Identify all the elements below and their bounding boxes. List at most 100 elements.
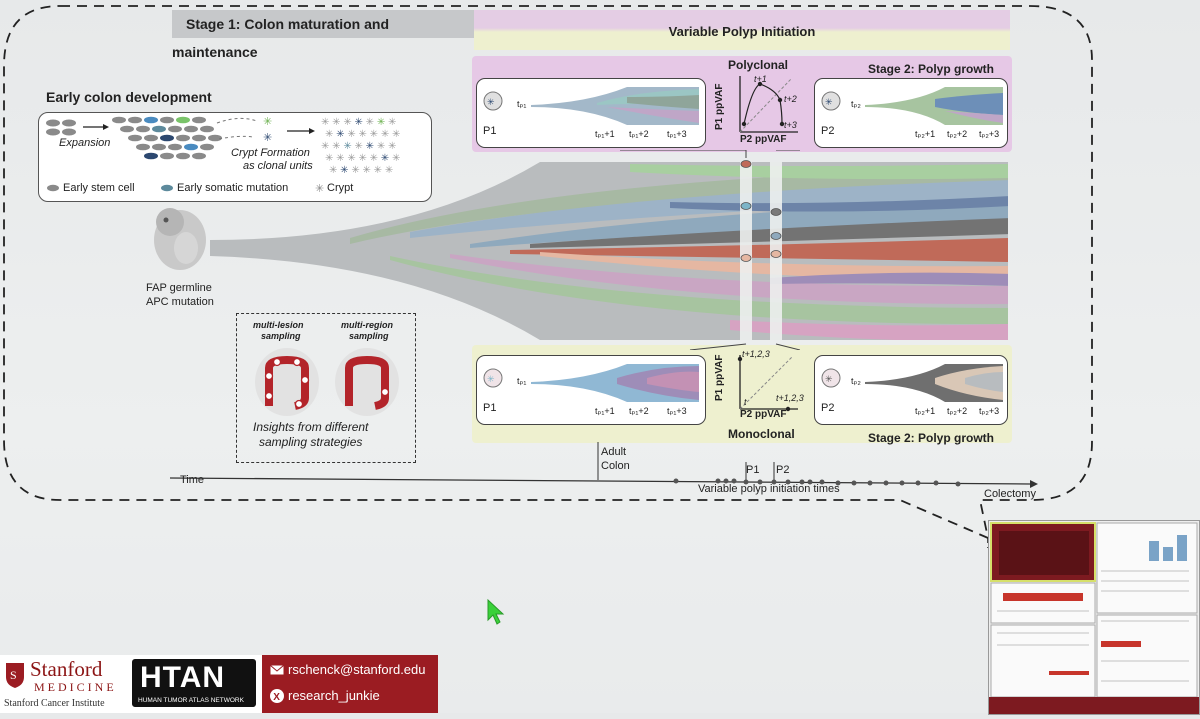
polyclonal-p1-tick-3: tₚ₁+3 xyxy=(667,129,687,139)
monoclonal-p1-tick-2: tₚ₁+2 xyxy=(629,406,649,416)
svg-text:✳: ✳ xyxy=(263,116,272,128)
timeline-p1: P1 xyxy=(746,464,760,476)
polyclonal-p2-tick-1: tₚ₂+1 xyxy=(915,129,936,139)
insights-label-2: sampling strategies xyxy=(259,435,363,449)
monoclonal-p2-plot: ✳ P2 tₚ₂ tₚ₂+1 tₚ₂+2 tₚ₂+3 xyxy=(814,355,1008,425)
timeline-axis xyxy=(170,442,1038,488)
polyclonal-p1-label: P1 xyxy=(483,125,497,137)
monoclonal-x-axis: P2 ppVAF xyxy=(740,409,787,420)
multi-region-label: multi-region xyxy=(341,320,393,330)
x-logo-icon: X xyxy=(270,689,284,703)
legend-mutation-icon xyxy=(161,184,173,192)
htan-subtitle: HUMAN TUMOR ATLAS NETWORK xyxy=(138,697,244,704)
stanford-medicine: MEDICINE xyxy=(34,680,117,694)
timeline-variable-times: Variable polyp initiation times xyxy=(698,483,840,495)
monoclonal-p2-tick-1: tₚ₂+1 xyxy=(915,406,936,416)
monoclonal-t-origin: t xyxy=(744,397,747,407)
crypt-formation-label: Crypt Formation xyxy=(231,147,310,159)
multi-lesion-label: multi-lesion xyxy=(253,320,304,330)
stanford-logo: S Stanford MEDICINE Stanford Cancer Inst… xyxy=(0,655,128,713)
contact-email[interactable]: rschenck@stanford.edu xyxy=(288,662,426,677)
svg-text:X: X xyxy=(273,692,280,703)
legend-stem-cell-icon xyxy=(47,184,59,192)
monoclonal-p2-tick-2: tₚ₂+2 xyxy=(947,406,968,416)
polyclonal-title: Polyclonal xyxy=(728,58,789,72)
polyclonal-p2-tick-3: tₚ₂+3 xyxy=(979,129,1000,139)
timeline-colectomy: Colectomy xyxy=(984,488,1036,500)
polyclonal-stage2-title: Stage 2: Polyp growth xyxy=(868,62,995,76)
stanford-wordmark: Stanford xyxy=(30,657,103,681)
svg-text:✳: ✳ xyxy=(825,374,833,384)
svg-text:✳ ✳ ✳ ✳ ✳ ✳ ✳: ✳ ✳ ✳ ✳ ✳ ✳ ✳ xyxy=(321,141,396,152)
monoclonal-p1-label: P1 xyxy=(483,402,497,414)
polyclonal-p2-plot: ✳ P2 tₚ₂ tₚ₂+1 tₚ₂+2 tₚ₂+3 xyxy=(814,78,1008,148)
polyclonal-t1: t+1 xyxy=(754,74,767,84)
poster-thumbnail-graphic xyxy=(989,521,1199,714)
legend-stem-cell: Early stem cell xyxy=(63,182,135,194)
email-icon xyxy=(270,665,284,675)
svg-text:S: S xyxy=(10,668,17,682)
clonal-expansion-fan xyxy=(210,160,1008,340)
legend-crypt-icon: ✳ xyxy=(315,183,324,195)
polyclonal-t2: t+2 xyxy=(784,94,797,104)
embryo-icon xyxy=(154,208,206,270)
monoclonal-p1-tick-1: tₚ₁+1 xyxy=(595,406,615,416)
timeline-p2: P2 xyxy=(776,464,790,476)
svg-text:✳: ✳ xyxy=(825,97,833,107)
colon-illustrations xyxy=(255,348,399,416)
polyclonal-p2-tick-2: tₚ₂+2 xyxy=(947,129,968,139)
monoclonal-tp2-label: tₚ₂ xyxy=(851,376,861,386)
variable-initiation-label: Variable Polyp Initiation xyxy=(668,24,816,39)
timeline-adult-label-2: Colon xyxy=(601,460,630,472)
monoclonal-p2-tick-3: tₚ₂+3 xyxy=(979,406,1000,416)
stage1-header: Stage 1: Colon maturation and maintenanc… xyxy=(172,10,474,60)
polyclonal-p1-tick-2: tₚ₁+2 xyxy=(629,129,649,139)
mouse-cursor-icon xyxy=(487,598,505,625)
monoclonal-ppvaf-plot xyxy=(737,355,798,412)
insights-label: Insights from different xyxy=(253,420,369,434)
multi-lesion-label-2: sampling xyxy=(261,331,301,341)
expansion-label: Expansion xyxy=(59,137,111,149)
monoclonal-panel: ✳ P1 tₚ₁ tₚ₁+1 tₚ₁+2 tₚ₁+3 P1 ppVAF P2 p… xyxy=(472,345,1012,445)
polyclonal-ppvaf-plot xyxy=(739,76,798,133)
polyclonal-y-axis: P1 ppVAF xyxy=(714,83,725,130)
svg-text:✳: ✳ xyxy=(263,132,272,144)
svg-text:✳ ✳ ✳ ✳ ✳ ✳ ✳: ✳ ✳ ✳ ✳ ✳ ✳ ✳ xyxy=(321,117,396,128)
crypt-formation-label-2: as clonal units xyxy=(243,160,313,172)
sampling-strategies-box: multi-lesion sampling multi-region sampl… xyxy=(236,313,416,463)
htan-logo: HTAN HUMAN TUMOR ATLAS NETWORK xyxy=(128,655,262,713)
svg-text:✳ ✳ ✳ ✳ ✳ ✳ ✳: ✳ ✳ ✳ ✳ ✳ ✳ ✳ xyxy=(325,153,400,164)
expanded-stem-cells xyxy=(112,116,222,160)
monoclonal-y-axis: P1 ppVAF xyxy=(714,354,725,401)
stanford-shield-icon: S xyxy=(6,663,24,688)
monoclonal-t-top: t+1,2,3 xyxy=(742,349,770,359)
polyclonal-t3: t+3 xyxy=(784,120,797,130)
contact-panel: rschenck@stanford.edu X research_junkie xyxy=(262,655,438,713)
polyclonal-p1-tick-1: tₚ₁+1 xyxy=(595,129,615,139)
stem-cells-start xyxy=(46,119,76,136)
polyclonal-p2-label: P2 xyxy=(821,125,835,137)
panel-connectors xyxy=(620,150,800,350)
polyclonal-x-axis: P2 ppVAF xyxy=(740,134,787,145)
early-development-title: Early colon development xyxy=(46,89,212,105)
timeline-time-label: Time xyxy=(180,474,205,486)
polyclonal-tp1-label: tₚ₁ xyxy=(517,99,527,109)
htan-wordmark: HTAN xyxy=(140,661,226,694)
stanford-cancer-institute: Stanford Cancer Institute xyxy=(4,698,105,709)
polyclonal-p1-plot: ✳ P1 tₚ₁ tₚ₁+1 tₚ₁+2 tₚ₁+3 xyxy=(476,78,706,148)
polyclonal-tp2-label: tₚ₂ xyxy=(851,99,861,109)
germline-label: FAP germline xyxy=(146,282,212,294)
contact-handle[interactable]: research_junkie xyxy=(288,688,380,703)
early-development-illustration: ✳ ✳ ✳ ✳ ✳ ✳ ✳ ✳ ✳ ✳ ✳ ✳ ✳ ✳ ✳ ✳ ✳ ✳ ✳ ✳ … xyxy=(46,116,400,195)
svg-text:✳: ✳ xyxy=(487,374,495,384)
monoclonal-p1-plot: ✳ P1 tₚ₁ tₚ₁+1 tₚ₁+2 tₚ₁+3 xyxy=(476,355,706,425)
polyclonal-panel: Polyclonal Stage 2: Polyp growth ✳ P1 tₚ… xyxy=(472,56,1012,152)
monoclonal-stage2-title: Stage 2: Polyp growth xyxy=(868,431,995,445)
monoclonal-p2-label: P2 xyxy=(821,402,835,414)
multi-region-label-2: sampling xyxy=(349,331,389,341)
poster-thumbnail xyxy=(988,520,1200,715)
legend-crypt: Crypt xyxy=(327,182,354,194)
svg-text:✳ ✳ ✳ ✳ ✳ ✳ ✳: ✳ ✳ ✳ ✳ ✳ ✳ ✳ xyxy=(325,129,400,140)
variable-initiation-band xyxy=(474,10,1010,50)
svg-text:✳: ✳ xyxy=(487,97,495,107)
